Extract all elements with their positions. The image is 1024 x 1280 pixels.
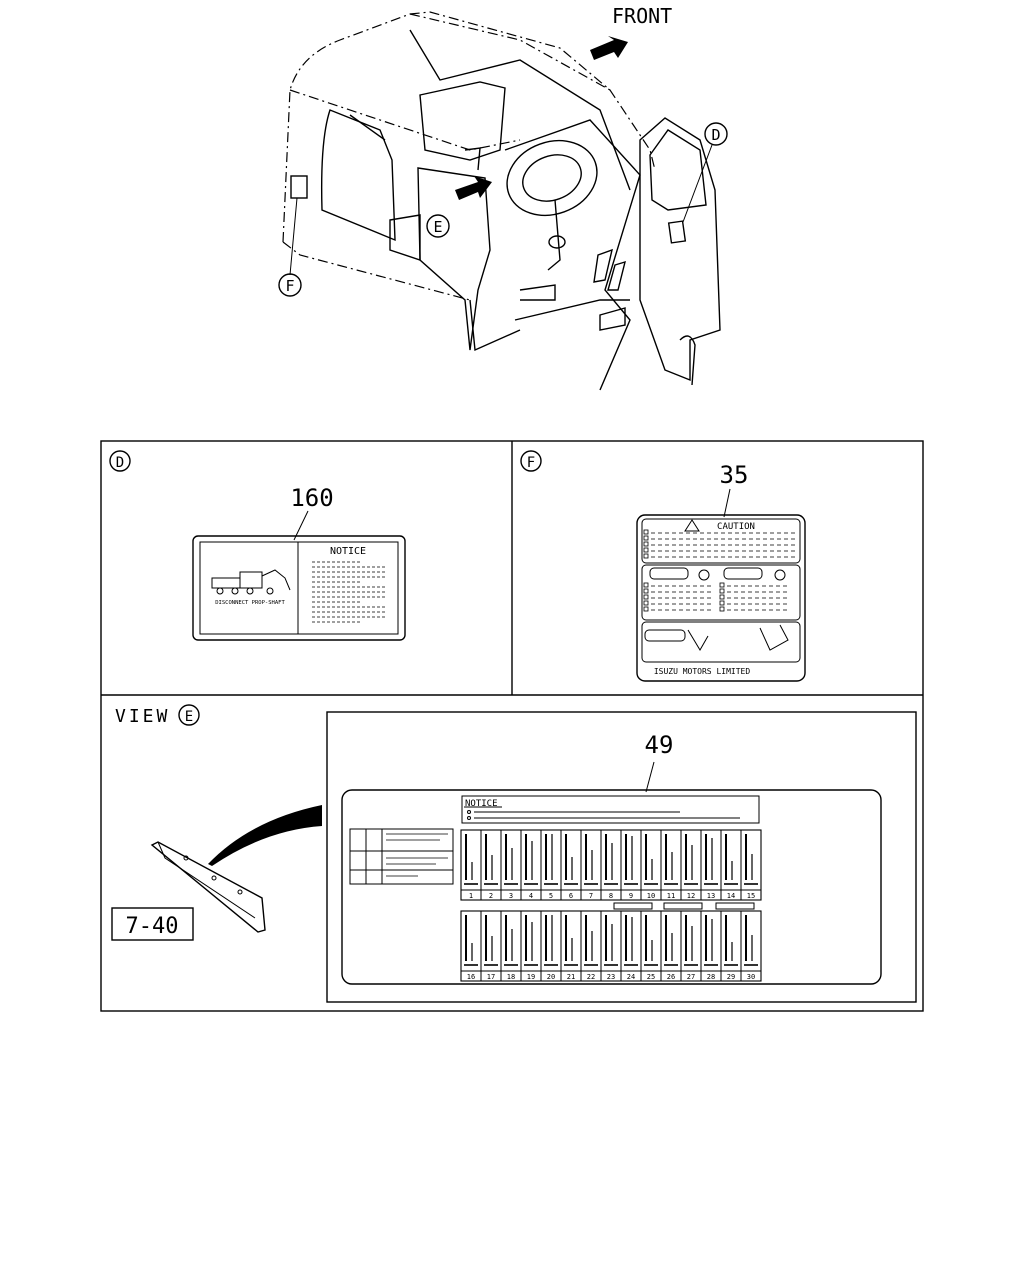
fuse-number: 29 xyxy=(727,973,735,981)
fuse-number: 13 xyxy=(707,892,715,900)
part-number-160: 160 xyxy=(290,484,333,512)
notice-label-160: DISCONNECT PROP-SHAFT NOTICE xyxy=(192,535,406,641)
hand-icon xyxy=(698,569,786,581)
cab-overview: FRONT xyxy=(278,4,728,391)
checkbox-icon xyxy=(643,553,649,559)
label-35-heading: CAUTION xyxy=(717,522,755,532)
spare-fuse-slot xyxy=(715,902,755,910)
fuse-number: 19 xyxy=(527,973,535,981)
fuse-box-cover xyxy=(150,841,266,933)
fuse-number: 18 xyxy=(507,973,515,981)
fuse-number: 3 xyxy=(509,892,513,900)
label-f-location xyxy=(290,175,308,199)
panel-d: D 160 DISCONNECT PROP-SHAFT NOTICE xyxy=(109,450,406,641)
panel-d-callout-circle xyxy=(109,450,131,472)
fuse-number: 6 xyxy=(569,892,573,900)
warning-triangle-icon xyxy=(684,519,700,532)
caution-label-35: CAUTION ISUZU MOTORS LIMITED xyxy=(636,514,806,682)
panel-e-callout-circle xyxy=(178,704,200,726)
detail-frame xyxy=(100,440,924,1012)
fuse-number: 11 xyxy=(667,892,675,900)
label-35-text-lines xyxy=(643,529,795,612)
legend-table xyxy=(349,828,454,885)
spare-fuse-slot xyxy=(663,902,703,910)
checkbox-icon xyxy=(643,547,649,553)
label-49-heading: NOTICE xyxy=(465,799,498,809)
fuse-row xyxy=(460,829,762,901)
callout-f-text: F xyxy=(285,277,294,295)
checkbox-icon xyxy=(643,600,649,606)
fuse-row xyxy=(460,910,762,982)
fuse-number: 4 xyxy=(529,892,533,900)
fuse-number: 1 xyxy=(469,892,473,900)
checkbox-icon xyxy=(643,606,649,612)
fuse-number: 10 xyxy=(647,892,655,900)
view-pointer-wedge xyxy=(208,805,322,866)
checkbox-icon xyxy=(719,594,725,600)
label-160-heading: NOTICE xyxy=(330,546,366,557)
panel-f-callout-text: F xyxy=(527,455,535,471)
fuse-number: 9 xyxy=(629,892,633,900)
fuse-number: 8 xyxy=(609,892,613,900)
fuse-number: 20 xyxy=(547,973,555,981)
panel-e-callout-text: E xyxy=(185,709,193,725)
fuse-number: 26 xyxy=(667,973,675,981)
view-e-arrow-icon xyxy=(455,176,492,200)
checkbox-icon xyxy=(719,588,725,594)
checkbox-icon xyxy=(643,541,649,547)
part-number-35: 35 xyxy=(720,461,749,489)
fuse-number: 28 xyxy=(707,973,715,981)
checkbox-icon xyxy=(643,594,649,600)
fuse-number: 15 xyxy=(747,892,755,900)
checkbox-icon xyxy=(643,588,649,594)
fuse-number: 5 xyxy=(549,892,553,900)
panel-d-callout-text: D xyxy=(116,455,124,471)
checkbox-icon xyxy=(719,582,725,588)
panel-f-callout-circle xyxy=(520,450,542,472)
checkbox-icon xyxy=(719,606,725,612)
checkbox-icon xyxy=(719,600,725,606)
engine-icon xyxy=(687,624,789,651)
checkbox-icon xyxy=(643,529,649,535)
enlarged-view-frame xyxy=(326,711,917,1003)
fuse-number: 14 xyxy=(727,892,735,900)
fuse-number: 2 xyxy=(489,892,493,900)
fuse-number: 27 xyxy=(687,973,695,981)
checkbox-icon xyxy=(643,535,649,541)
fuse-number: 17 xyxy=(487,973,495,981)
reference-7-40: 7-40 xyxy=(126,914,179,939)
label-35-footer: ISUZU MOTORS LIMITED xyxy=(654,667,751,676)
label-160-text-lines xyxy=(312,561,386,623)
callout-d-circle xyxy=(704,122,728,146)
callout-f-circle xyxy=(278,273,302,297)
part-number-49: 49 xyxy=(645,731,674,759)
fuse-number: 22 xyxy=(587,973,595,981)
panel-f: F 35 CAUTION ISUZU MOTORS LIMITED xyxy=(520,450,806,682)
front-arrow-icon xyxy=(590,36,628,60)
fuse-number: 21 xyxy=(567,973,575,981)
fuse-number: 25 xyxy=(647,973,655,981)
fuse-number: 30 xyxy=(747,973,755,981)
callout-d-text: D xyxy=(711,126,720,144)
fuse-number: 12 xyxy=(687,892,695,900)
spare-fuse-slot xyxy=(613,902,653,910)
callout-e-circle xyxy=(426,214,450,238)
reference-box xyxy=(111,907,194,941)
fuse-number: 24 xyxy=(627,973,635,981)
callout-e-text: E xyxy=(433,218,442,236)
fuse-number: 23 xyxy=(607,973,615,981)
front-label: FRONT xyxy=(612,4,672,28)
panel-e: VIEW E 7-40 49 NOTICE xyxy=(111,704,917,1003)
checkbox-icon xyxy=(643,582,649,588)
fuse-number: 7 xyxy=(589,892,593,900)
fuse-number: 16 xyxy=(467,973,475,981)
label-160-caption: DISCONNECT PROP-SHAFT xyxy=(215,600,285,606)
tow-truck-icon xyxy=(211,569,291,595)
label-d-location xyxy=(667,220,687,244)
view-e-text: VIEW xyxy=(115,706,170,727)
